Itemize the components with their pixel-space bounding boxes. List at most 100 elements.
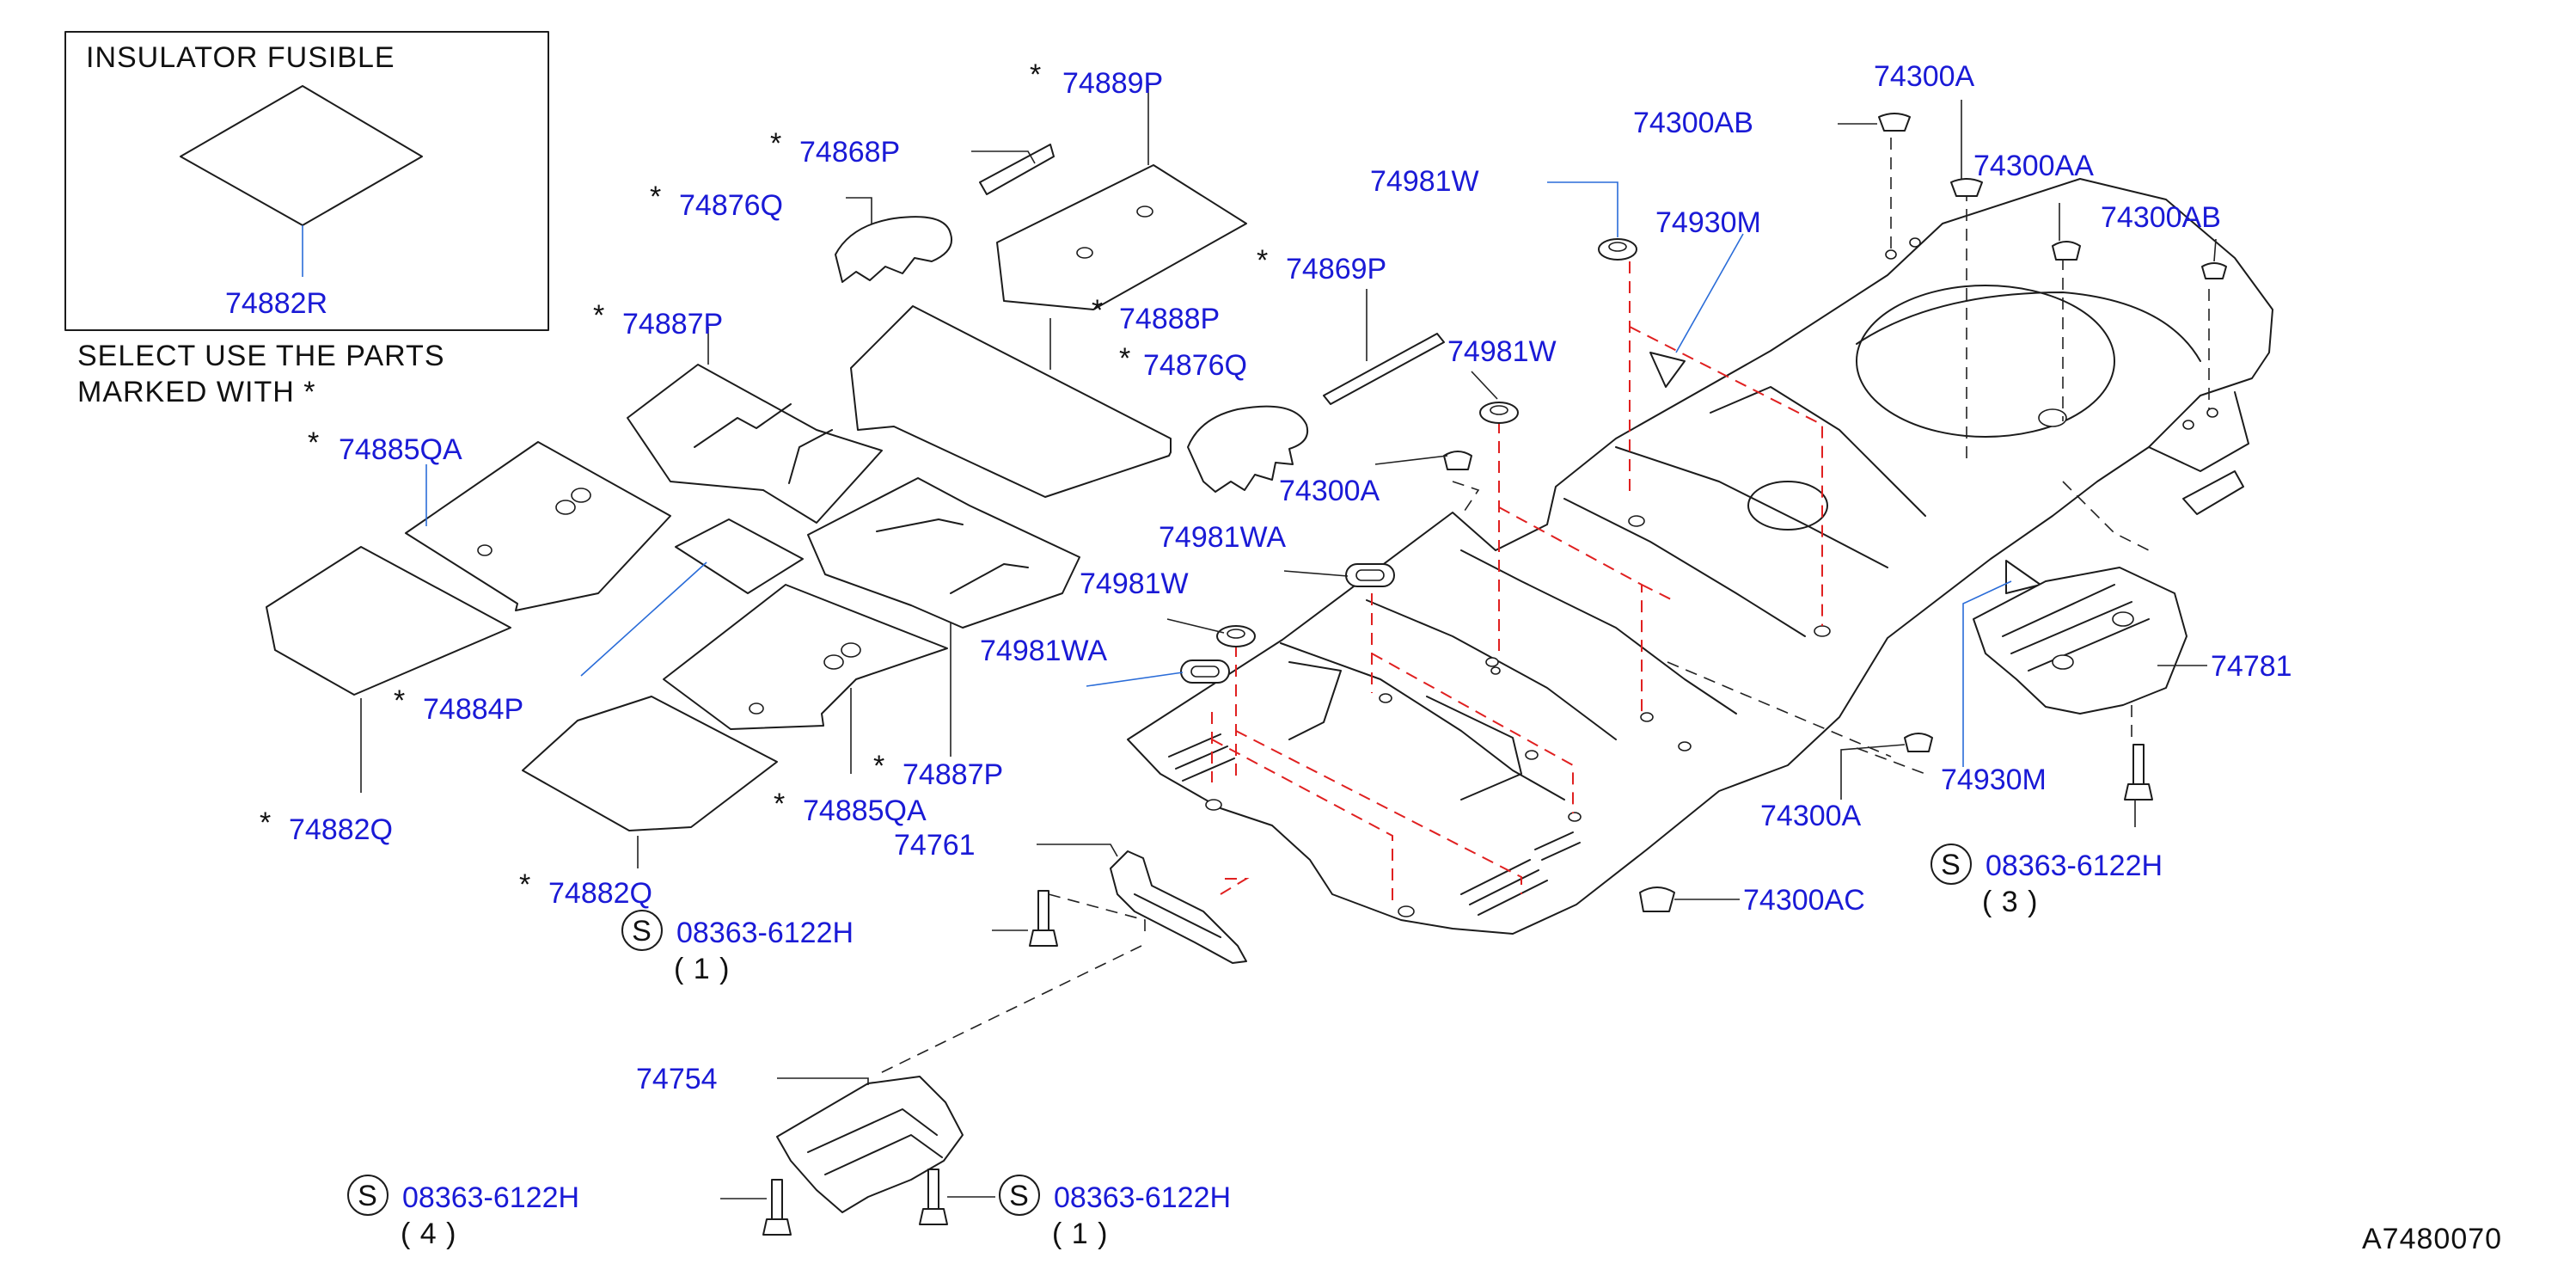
bolt-callout: S 08363-6122H ( 3 ) <box>1930 844 2163 918</box>
hole <box>823 654 844 670</box>
floor-panel <box>1127 178 2273 935</box>
bolt-part-label[interactable]: 08363-6122H <box>1986 850 2163 882</box>
plug-74300AC <box>1639 886 1675 912</box>
star-marker: * <box>1257 244 1269 277</box>
rear-panel-edge <box>2148 391 2249 472</box>
part-label-74300A[interactable]: 74300A <box>1874 60 1975 93</box>
part-label-74882Q[interactable]: 74882Q <box>548 877 652 910</box>
red-dashed <box>1498 421 1677 712</box>
bolt-symbol: S <box>1941 849 1961 881</box>
hole <box>1678 741 1692 751</box>
part-label-74300AC[interactable]: 74300AC <box>1743 884 1865 917</box>
part-label-74930M[interactable]: 74930M <box>1655 206 1761 239</box>
star-marker: * <box>1119 342 1131 375</box>
star-marker: * <box>770 127 782 160</box>
red-dashed <box>1371 593 1574 813</box>
part-label-74981W[interactable]: 74981W <box>1080 567 1189 600</box>
bolt-icon <box>919 1169 948 1225</box>
part-label-74869P[interactable]: 74869P <box>1286 253 1386 285</box>
wrinkle-line <box>788 429 833 484</box>
insulator-pieces <box>266 144 1445 831</box>
part-label-74981WA[interactable]: 74981WA <box>980 635 1107 667</box>
floor-slots <box>1460 859 1548 916</box>
bolt-part-label[interactable]: 08363-6122H <box>402 1181 579 1214</box>
part-label-74887P[interactable]: 74887P <box>903 758 1003 791</box>
dash <box>2062 481 2150 551</box>
part-label-74981W[interactable]: 74981W <box>1370 165 1479 198</box>
insulator-74885QA-upper <box>405 441 671 611</box>
part-label-74889P[interactable]: 74889P <box>1062 67 1163 100</box>
wrinkle-line <box>694 403 792 448</box>
floor-pan-outline <box>1127 178 2273 935</box>
bolt-qty: ( 4 ) <box>401 1218 456 1250</box>
red-dashed <box>1629 261 1823 626</box>
bracket-rib <box>807 1108 943 1175</box>
part-label-74885QA[interactable]: 74885QA <box>339 433 462 466</box>
heat-shields <box>776 567 2187 1213</box>
part-label-74876Q[interactable]: 74876Q <box>679 189 783 222</box>
bolt-qty: ( 1 ) <box>674 953 730 985</box>
spare-tire-well <box>1856 285 2115 438</box>
part-label-74300AB[interactable]: 74300AB <box>2101 201 2221 234</box>
part-label-74876Q[interactable]: 74876Q <box>1143 349 1247 382</box>
hole <box>2112 611 2134 627</box>
part-label-74761[interactable]: 74761 <box>894 829 976 862</box>
part-label-74882Q[interactable]: 74882Q <box>289 813 393 846</box>
rib <box>1710 386 1926 517</box>
star-marker: * <box>774 788 786 820</box>
star-marker: * <box>308 426 320 459</box>
insulator-74888P <box>850 305 1172 498</box>
part-label-74300A[interactable]: 74300A <box>1760 800 1862 832</box>
rear-slot <box>2182 470 2244 515</box>
bolt-icon <box>2124 744 2153 801</box>
bolt-part-label[interactable]: 08363-6122H <box>1054 1181 1231 1214</box>
bracket-74761 <box>1110 850 1247 964</box>
hole <box>1628 515 1645 527</box>
bolt-symbol: S <box>632 915 652 948</box>
part-label-74781[interactable]: 74781 <box>2211 650 2292 683</box>
hole <box>2182 420 2194 430</box>
bolts <box>762 744 2153 1236</box>
standard-part-icon <box>347 1175 389 1216</box>
hole <box>2052 654 2074 670</box>
hole <box>1490 666 1501 675</box>
rib <box>1615 446 1888 568</box>
part-label-74981W[interactable]: 74981W <box>1447 335 1557 368</box>
hole <box>555 500 576 515</box>
floor-slots <box>1534 831 1581 861</box>
rib <box>1366 599 1617 740</box>
bolt-icon <box>762 1179 792 1236</box>
legend-box: INSULATOR FUSIBLE 74882R SELECT USE THE … <box>64 31 549 408</box>
hole <box>571 488 591 503</box>
part-label-74300AB[interactable]: 74300AB <box>1633 107 1753 139</box>
bolt-symbol: S <box>1009 1180 1030 1212</box>
part-label-74868P[interactable]: 74868P <box>799 136 900 169</box>
part-label-74930M[interactable]: 74930M <box>1941 764 2047 796</box>
part-label-74754[interactable]: 74754 <box>636 1063 718 1095</box>
plug-74300AB <box>2201 262 2227 279</box>
insulator-74887P-upper <box>627 364 883 524</box>
standard-part-icon <box>999 1175 1040 1216</box>
fastener-lines <box>876 138 2210 1076</box>
part-label-74300AA[interactable]: 74300AA <box>1973 150 2094 182</box>
dash <box>1856 747 1926 775</box>
hole <box>1398 905 1415 917</box>
part-label-74884P[interactable]: 74884P <box>423 693 523 726</box>
part-label-74882R[interactable]: 74882R <box>225 287 327 320</box>
bolt-part-label[interactable]: 08363-6122H <box>676 917 854 949</box>
part-label-74300A[interactable]: 74300A <box>1279 475 1380 507</box>
star-marker: * <box>1092 294 1104 327</box>
plug-74300AA <box>1950 178 1983 197</box>
part-label-74885QA[interactable]: 74885QA <box>803 794 927 827</box>
plug-74300A <box>1904 733 1933 752</box>
part-label-74888P[interactable]: 74888P <box>1119 303 1220 335</box>
dash <box>1667 661 1892 758</box>
part-label-74981WA[interactable]: 74981WA <box>1159 521 1286 554</box>
insulator-fusible-shape <box>180 85 423 226</box>
part-label-74887P[interactable]: 74887P <box>622 308 723 340</box>
bolt-callout: S 08363-6122H ( 1 ) <box>621 910 854 985</box>
alignment-lines <box>1211 261 1823 901</box>
wrinkle-line <box>950 563 1029 594</box>
hole <box>1814 625 1831 637</box>
